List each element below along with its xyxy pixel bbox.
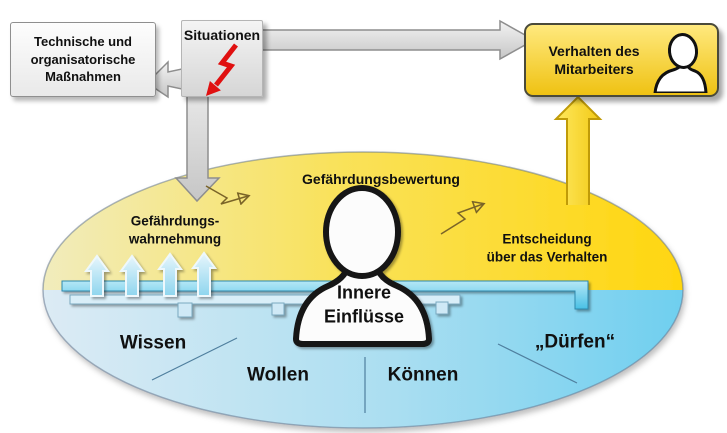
inner-influences-line2: Einflüsse — [323, 307, 405, 327]
decision-label-line2: über das Verhalten — [486, 249, 608, 264]
arrow-situations-to-perception — [174, 55, 221, 203]
inner-influences-line1: Innere — [336, 282, 392, 303]
situations-box-label: Situationen — [183, 27, 261, 43]
measures-box: Technische und organisatorische Maßnahme… — [10, 22, 156, 97]
arrow-assessment-to-decision — [440, 204, 483, 235]
measures-box-line2: organisatorische — [30, 51, 136, 67]
arrow-decision-to-behavior — [553, 95, 603, 205]
measures-box-line1: Technische und — [34, 34, 132, 50]
influence-bar-tab — [177, 302, 193, 318]
arrow-perception-to-assessment — [205, 185, 248, 204]
zone-label-wissen: Wissen — [119, 332, 187, 354]
person-silhouette — [293, 185, 432, 347]
zone-label-koennen: Können — [387, 364, 459, 386]
lightning-arrow-icon — [206, 43, 238, 96]
situations-box: Situationen — [181, 20, 263, 97]
behavior-box: Verhalten des Mitarbeiters — [524, 23, 719, 97]
up-arrow-icon — [157, 252, 183, 297]
measures-box-line3: Maßnahmen — [45, 69, 121, 85]
up-arrow-icon — [119, 254, 145, 297]
zone-label-wollen: Wollen — [247, 364, 309, 386]
influence-bar-front — [69, 294, 461, 305]
zone-label-duerfen: „Dürfen“ — [534, 331, 616, 353]
inner-influences-label: Innere Einflüsse — [324, 281, 404, 330]
behavior-box-line2: Mitarbeiters — [554, 61, 634, 77]
up-arrow-icon — [84, 254, 110, 297]
behavior-box-line1: Verhalten des — [548, 42, 640, 59]
influence-bar-tab — [271, 302, 285, 316]
up-arrow-icon — [191, 251, 217, 297]
ellipse-outline — [42, 151, 684, 429]
perception-label: Gefährdungs- wahrnehmung — [129, 212, 221, 247]
person-icon — [653, 33, 708, 93]
assessment-label: Gefährdungsbewertung — [302, 170, 460, 187]
influence-up-arrows — [84, 251, 217, 297]
influence-bar-tab — [435, 301, 449, 315]
arrow-situations-to-behavior — [252, 19, 536, 61]
ellipse-bottom-half — [43, 290, 683, 428]
perception-label-line1: Gefährdungs- — [130, 213, 220, 229]
zone-dividers — [151, 337, 578, 413]
perception-label-line2: wahrnehmung — [128, 231, 222, 246]
decision-label-line1: Entscheidung — [502, 231, 592, 247]
influence-bar-main — [61, 280, 589, 310]
decision-label: Entscheidung über das Verhalten — [487, 230, 608, 265]
